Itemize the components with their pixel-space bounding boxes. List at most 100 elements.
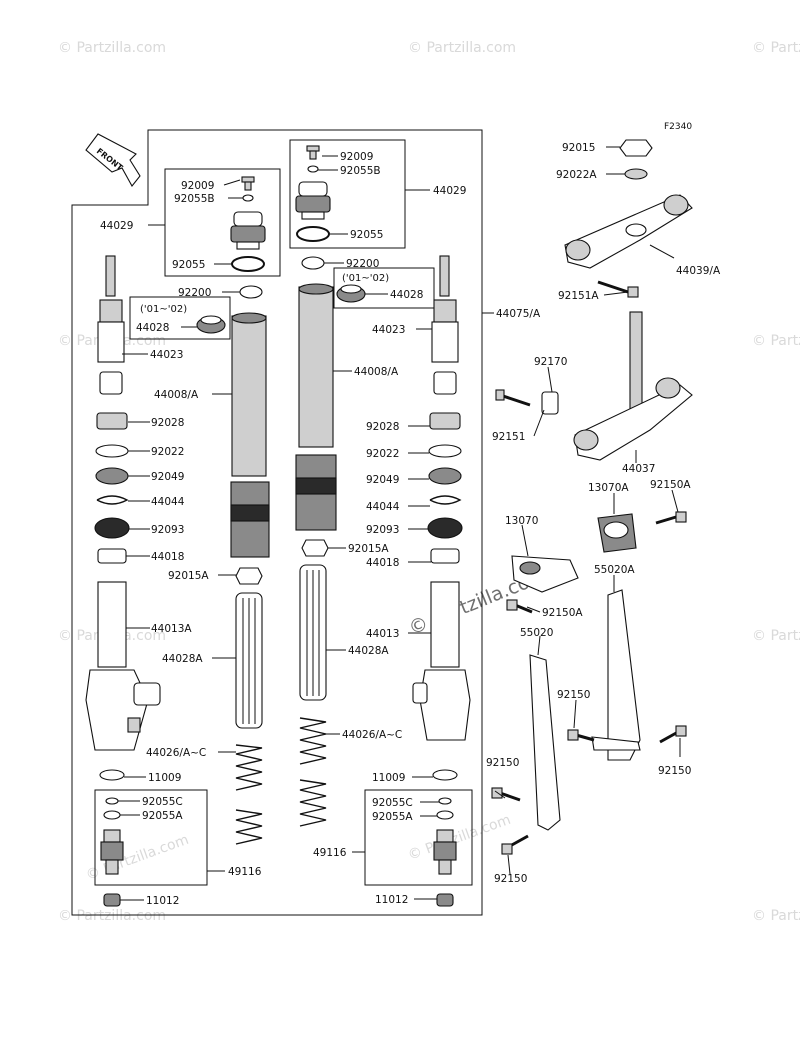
bushing-44018-right [430, 548, 460, 564]
label-92028-right: 92028 [366, 421, 399, 433]
dust-seal-92093-right [427, 517, 463, 539]
watermark-text: © Partzilla.com [58, 40, 166, 56]
spring-44026-left [235, 744, 263, 845]
bolt-92009-left [241, 176, 255, 191]
label-44029-right: 44029 [433, 185, 466, 197]
label-92151A: 92151A [558, 290, 599, 302]
bolt-92150-a [567, 729, 595, 742]
gasket-11009-right [432, 769, 458, 781]
oring-92055C-left [105, 797, 119, 805]
label-92150A-top: 92150A [650, 479, 691, 491]
label-92150-a: 92150 [557, 689, 590, 701]
guard-55020 [529, 654, 561, 831]
oring-92055C-right [438, 797, 452, 805]
valve-kit-box-right [364, 789, 473, 886]
label-44018-right: 44018 [366, 557, 399, 569]
label-11009-left: 11009 [148, 772, 181, 784]
clip-44044-left [96, 495, 129, 505]
label-44075A: 44075/A [496, 308, 541, 320]
label-92049-right: 92049 [366, 474, 399, 486]
bolt-92150-c [659, 725, 687, 744]
label-92150-b: 92150 [486, 757, 519, 769]
label-13070: 13070 [505, 515, 538, 527]
label-44008A-left: 44008/A [154, 389, 199, 401]
clamp-92170 [541, 391, 559, 415]
guard-55020A [591, 589, 641, 761]
label-44023-right: 44023 [372, 324, 405, 336]
label-92170: 92170 [534, 356, 567, 368]
watermark-text: © Partzilla.com [58, 908, 166, 924]
valve-kit-box-left [94, 789, 208, 886]
label-92055C-left: 92055C [142, 796, 183, 808]
label-55020A: 55020A [594, 564, 635, 576]
inner-tube-44008A-left [230, 312, 270, 558]
label-44008A-right: 44008/A [354, 366, 399, 378]
washer-92022-left [95, 444, 129, 458]
watermark-text: © Partzilla.com [408, 40, 516, 56]
label-92015A-right: 92015A [348, 543, 389, 555]
nut-92015A-right [301, 539, 329, 557]
oil-seal-92049-right [428, 467, 462, 485]
label-44023-left: 44023 [150, 349, 183, 361]
label-92200-left: 92200 [178, 287, 211, 299]
label-92049-left: 92049 [151, 471, 184, 483]
fork-assembly-outline [71, 129, 483, 916]
label-44039A: 44039/A [676, 265, 721, 277]
bolt-92150-b [491, 787, 521, 802]
label-92055B-right: 92055B [340, 165, 381, 177]
watermark-text: © Partzilla.com [406, 812, 513, 864]
label-92150A-mid: 92150A [542, 607, 583, 619]
label-92055C-right: 92055C [372, 797, 413, 809]
label-55020: 55020 [520, 627, 553, 639]
label-44044-right: 44044 [366, 501, 400, 513]
spacer-left [99, 371, 123, 395]
label-44037: 44037 [622, 463, 655, 475]
nut-92015A-left [235, 567, 263, 585]
watermark-text: © Partzilla.com [84, 832, 191, 884]
dust-seal-92093-left [94, 517, 130, 539]
oring-92055B-left [242, 194, 254, 202]
label-variant-right: ('01~'02) [342, 273, 389, 284]
oring-92055-left [231, 256, 265, 272]
label-92022A: 92022A [556, 169, 597, 181]
leader-lines [118, 146, 681, 901]
oring-92055A-right [436, 810, 454, 820]
bolt-92150-d [501, 834, 529, 855]
adjuster-44028-left [196, 315, 226, 334]
holder-13070A [597, 513, 637, 553]
outer-tube-44013A [85, 581, 161, 751]
stem-bracket-44037 [573, 311, 693, 461]
label-11009-right: 11009 [372, 772, 405, 784]
washer-92200-right [301, 256, 325, 270]
label-92151: 92151 [492, 431, 525, 443]
label-92028-left: 92028 [151, 417, 184, 429]
label-44029-left: 44029 [100, 220, 133, 232]
bolt-92009-right [306, 145, 320, 160]
bushing-92028-left [96, 412, 128, 430]
label-44018-left: 44018 [151, 551, 184, 563]
watermark-text: © Partzilla.com [752, 333, 800, 349]
cap-kit-box-right [289, 139, 406, 249]
adjuster-44028-right [336, 284, 366, 303]
watermark-text: © Partzilla.com [752, 908, 800, 924]
watermark-text: © Partzilla.com [752, 40, 800, 56]
damper-rod-44023-left [97, 255, 125, 363]
nut-92015 [619, 139, 653, 157]
holder-13070 [511, 555, 579, 593]
gasket-11009-left [99, 769, 125, 781]
label-92015A-left: 92015A [168, 570, 209, 582]
label-11012-left: 11012 [146, 895, 179, 907]
damper-rod-44023-right [431, 255, 459, 363]
label-92150-c: 92150 [658, 765, 691, 777]
valve-49116-right [433, 829, 457, 875]
spring-44026-right [299, 717, 327, 827]
diagram-code: F2340 [664, 122, 692, 132]
label-92200-right: 92200 [346, 258, 379, 270]
label-44028-left: 44028 [136, 322, 169, 334]
valve-49116-left [100, 829, 124, 875]
front-direction-arrow: FRONT [85, 133, 141, 187]
washer-92022A [624, 168, 648, 180]
variant-box-left [129, 296, 231, 340]
bolt-92151 [495, 389, 531, 407]
